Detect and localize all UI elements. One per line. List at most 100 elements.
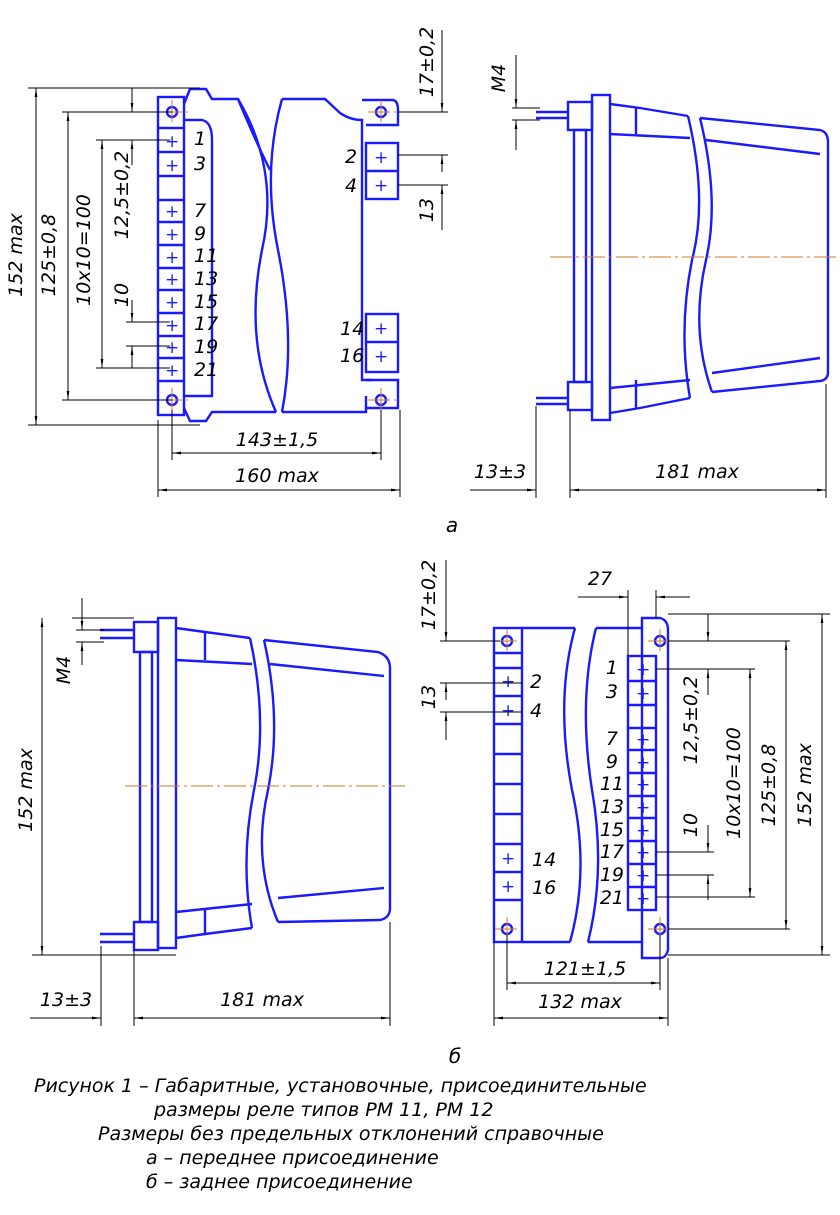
pin-label: 4 — [345, 175, 357, 197]
dim-mount-width: 121±1,5 — [544, 958, 626, 980]
caption-subtitle: размеры реле типов РМ 11, РМ 12 — [154, 1099, 494, 1121]
dim-thread: M4 — [53, 656, 75, 684]
svg-text:+: + — [165, 248, 179, 268]
dim-mount-width: 143±1,5 — [236, 429, 318, 451]
view-label-b: б — [449, 1044, 461, 1068]
pin-label: 14 — [532, 849, 556, 871]
body-bottom-right — [282, 396, 368, 414]
pin-label: 9 — [194, 223, 206, 245]
view-label-a: а — [446, 513, 458, 537]
svg-text:+: + — [374, 319, 388, 339]
pin-label: 16 — [340, 345, 364, 367]
svg-text:+: + — [165, 225, 179, 245]
dim-right-pitch: 13 — [416, 198, 438, 222]
break-line-1 — [236, 98, 278, 413]
svg-text:+: + — [636, 753, 650, 773]
svg-text:+: + — [165, 156, 179, 176]
body-inner-left — [184, 118, 214, 398]
rear-view: ++ ++ ++ +++ +++ ++ 2 4 14 16 1 3 7 9 11… — [418, 560, 830, 1026]
front-view: ++ +++ +++ ++ ++ ++ 1 3 7 9 11 13 15 17 … — [5, 27, 448, 497]
dim-pin-span: 10x10=100 — [73, 194, 95, 306]
dim-left-pitch: 13 — [418, 685, 440, 709]
pin-label: 21 — [194, 359, 218, 381]
terminal-marks: ++ ++ ++ +++ +++ ++ — [501, 660, 650, 909]
dim-pin-span: 10x10=100 — [723, 727, 745, 839]
top-right-ear — [362, 98, 400, 127]
dim-overall-height: 152 max — [794, 742, 816, 826]
body-top-right — [282, 97, 364, 143]
svg-text:+: + — [636, 866, 650, 886]
caption-legend-b: б – заднее присоединение — [146, 1171, 413, 1193]
pin-label: 7 — [606, 728, 618, 750]
svg-text:+: + — [165, 316, 179, 336]
svg-text:+: + — [501, 877, 515, 897]
svg-text:+: + — [636, 660, 650, 680]
pin-label: 3 — [194, 153, 206, 175]
svg-text:+: + — [636, 775, 650, 795]
svg-text:+: + — [374, 347, 388, 367]
svg-text:+: + — [165, 338, 179, 358]
pin-label: 2 — [530, 671, 542, 693]
pin-label: 11 — [600, 773, 624, 795]
svg-text:+: + — [165, 293, 179, 313]
pin-label: 15 — [194, 291, 218, 313]
dim-mount-height: 125±0,8 — [38, 214, 60, 296]
pin-label: 15 — [600, 819, 624, 841]
dim-stud: 13±3 — [40, 989, 92, 1011]
dim-pitch: 10 — [111, 283, 133, 307]
pin-label: 13 — [194, 268, 218, 290]
dim-stud: 13±3 — [474, 461, 526, 483]
pin-label: 17 — [600, 841, 624, 863]
pin-label: 7 — [194, 200, 206, 222]
pin-label: 2 — [345, 146, 357, 168]
pin-label: 1 — [606, 657, 618, 679]
dim-first-pin: 12,5±0,2 — [111, 151, 133, 239]
svg-text:+: + — [165, 270, 179, 290]
technical-drawing: ++ +++ +++ ++ ++ ++ 1 3 7 9 11 13 15 17 … — [5, 27, 838, 1068]
pin-label: 16 — [532, 877, 556, 899]
caption-legend-a: а – переднее присоединение — [146, 1147, 439, 1169]
break-line-2 — [269, 98, 290, 413]
svg-text:+: + — [501, 701, 515, 721]
dim-overall-width: 160 max — [235, 465, 319, 487]
dim-top-offset: 27 — [588, 568, 612, 590]
rear-side-view: 152 max M4 13±3 181 max — [15, 598, 405, 1026]
svg-text:+: + — [165, 132, 179, 152]
pin-label: 17 — [194, 313, 218, 335]
caption-note: Размеры без предельных отклонений справо… — [98, 1123, 604, 1145]
svg-text:+: + — [165, 361, 179, 381]
body-bottom-left — [182, 407, 276, 423]
pin-label: 9 — [606, 751, 618, 773]
dim-overall-width: 132 max — [538, 991, 622, 1013]
bottom-right-ear — [366, 378, 400, 410]
dim-pitch: 10 — [680, 813, 702, 837]
dim-depth: 181 max — [220, 989, 304, 1011]
svg-text:+: + — [636, 684, 650, 704]
svg-text:+: + — [374, 148, 388, 168]
svg-text:+: + — [636, 821, 650, 841]
svg-text:+: + — [501, 849, 515, 869]
pin-label: 19 — [194, 336, 218, 358]
dim-left-offset: 17±0,2 — [418, 560, 440, 630]
dim-depth: 181 max — [655, 461, 739, 483]
svg-text:+: + — [636, 730, 650, 750]
figure-caption: Рисунок 1 – Габаритные, установочные, пр… — [34, 1074, 734, 1194]
dim-first-pin: 12,5±0,2 — [680, 676, 702, 764]
pin-label: 3 — [606, 681, 618, 703]
pin-label: 21 — [600, 887, 624, 909]
svg-text:+: + — [636, 798, 650, 818]
svg-text:+: + — [636, 889, 650, 909]
dim-overall-height: 152 max — [15, 747, 37, 831]
pin-label: 14 — [340, 318, 364, 340]
terminal-marks: ++ +++ +++ ++ ++ ++ — [165, 132, 388, 381]
caption-title: Рисунок 1 – Габаритные, установочные, пр… — [34, 1075, 647, 1097]
svg-text:+: + — [165, 202, 179, 222]
pin-label: 19 — [600, 864, 624, 886]
svg-text:+: + — [374, 176, 388, 196]
dim-overall-height: 152 max — [5, 212, 27, 296]
dim-thread: M4 — [488, 64, 510, 92]
pin-label: 13 — [600, 796, 624, 818]
front-side-view: M4 13±3 181 max — [470, 55, 838, 498]
pin-label: 11 — [194, 245, 218, 267]
svg-text:+: + — [636, 843, 650, 863]
